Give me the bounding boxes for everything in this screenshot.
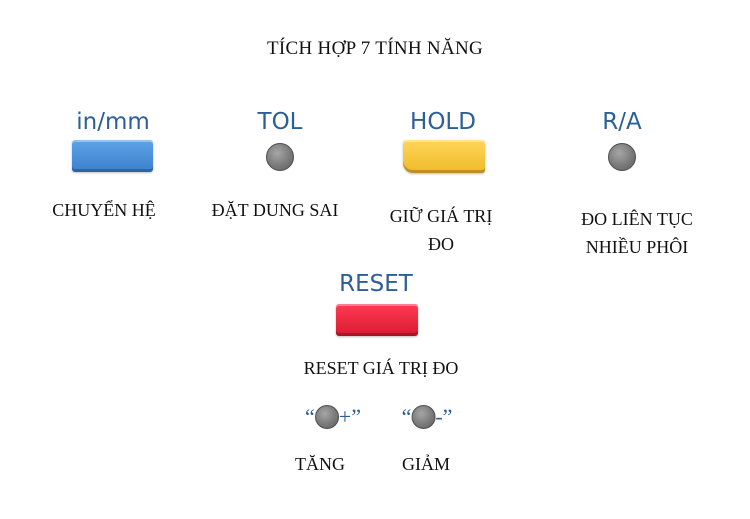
minus-description: GIẢM — [402, 454, 450, 474]
plus-open-quote: “ — [305, 404, 315, 429]
tol-key-label: TOL — [257, 109, 303, 135]
minus-open-quote: “ — [401, 404, 412, 429]
inmm-button[interactable] — [72, 140, 153, 172]
reset-description: RESET GIÁ TRỊ ĐO — [303, 358, 459, 378]
inmm-key-label: in/mm — [76, 109, 150, 135]
plus-adjust: “ +” — [305, 404, 361, 430]
ra-key-label: R/A — [602, 109, 642, 135]
ra-button[interactable] — [608, 143, 636, 171]
tol-button[interactable] — [266, 143, 294, 171]
page-title: TÍCH HỢP 7 TÍNH NĂNG — [266, 38, 484, 59]
hold-description: GIỮ GIÁ TRỊ ĐO — [389, 206, 493, 254]
hold-key-label: HOLD — [410, 109, 476, 135]
plus-description: TĂNG — [295, 454, 345, 474]
minus-button[interactable] — [411, 405, 436, 429]
plus-symbol: +” — [338, 404, 361, 429]
inmm-description: CHUYỂN HỆ — [52, 200, 156, 220]
reset-button[interactable] — [336, 304, 418, 336]
plus-button[interactable] — [314, 405, 339, 429]
hold-button[interactable] — [403, 140, 485, 173]
minus-symbol: -” — [435, 404, 453, 429]
tol-description: ĐẶT DUNG SAI — [211, 200, 339, 220]
reset-key-label: RESET — [339, 271, 413, 297]
minus-adjust: “ -” — [401, 404, 453, 430]
ra-description: ĐO LIÊN TỤC NHIỀU PHÔI — [581, 209, 693, 257]
